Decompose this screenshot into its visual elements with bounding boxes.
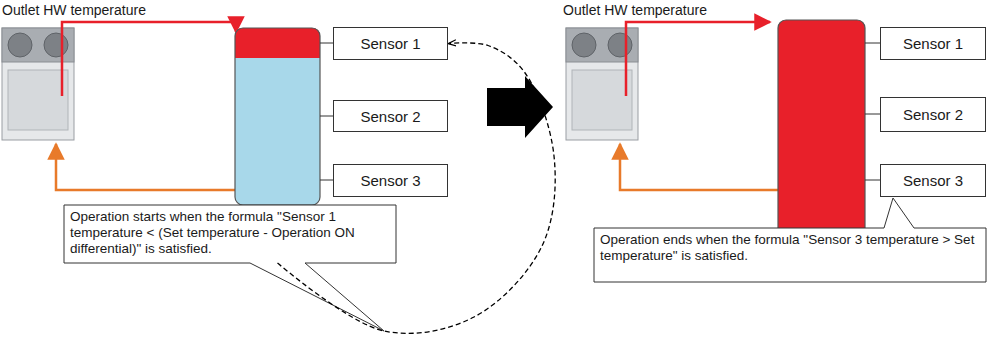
- node-text: Sensor 2: [360, 108, 420, 125]
- node-text: Sensor 1: [360, 35, 420, 52]
- sensor-box: Sensor 2: [880, 97, 986, 132]
- callout-outline: [594, 198, 986, 282]
- outlet-pipe: [626, 22, 770, 96]
- sensor-lead: [320, 116, 333, 117]
- pipe-label: Outlet HW temperature: [563, 2, 707, 18]
- sensor-box: Sensor 1: [880, 27, 986, 60]
- sensor-lead: [320, 43, 333, 44]
- dashed-connector: [278, 43, 556, 333]
- node-text: Sensor 3: [360, 172, 420, 189]
- hot-water-tank: [778, 20, 865, 248]
- callout-note: Operation ends when the formula "Sensor …: [594, 228, 986, 282]
- sensor-box: Sensor 3: [333, 164, 448, 197]
- node-text: Sensor 2: [903, 106, 963, 123]
- node-text: Sensor 3: [903, 172, 963, 189]
- sensor-box: Sensor 3: [880, 164, 986, 197]
- transition-arrow: [487, 76, 553, 138]
- hot-water-tank: [235, 28, 320, 205]
- sensor-lead: [865, 180, 880, 181]
- pipe-label: Outlet HW temperature: [2, 2, 146, 18]
- node-text: Operation ends when the formula "Sensor …: [600, 232, 980, 264]
- callout-note: Operation starts when the formula "Senso…: [64, 205, 396, 263]
- return-pipe: [56, 144, 236, 190]
- node-text: Operation starts when the formula "Senso…: [70, 209, 390, 257]
- outlet-pipe: [62, 22, 236, 96]
- return-pipe: [620, 144, 778, 190]
- sensor-box: Sensor 1: [333, 27, 448, 60]
- callout-outline: [64, 205, 396, 331]
- sensor-box: Sensor 2: [333, 100, 448, 132]
- node-text: Sensor 1: [903, 35, 963, 52]
- sensor-lead: [865, 114, 880, 115]
- sensor-lead: [865, 43, 880, 44]
- sensor-lead: [320, 180, 333, 181]
